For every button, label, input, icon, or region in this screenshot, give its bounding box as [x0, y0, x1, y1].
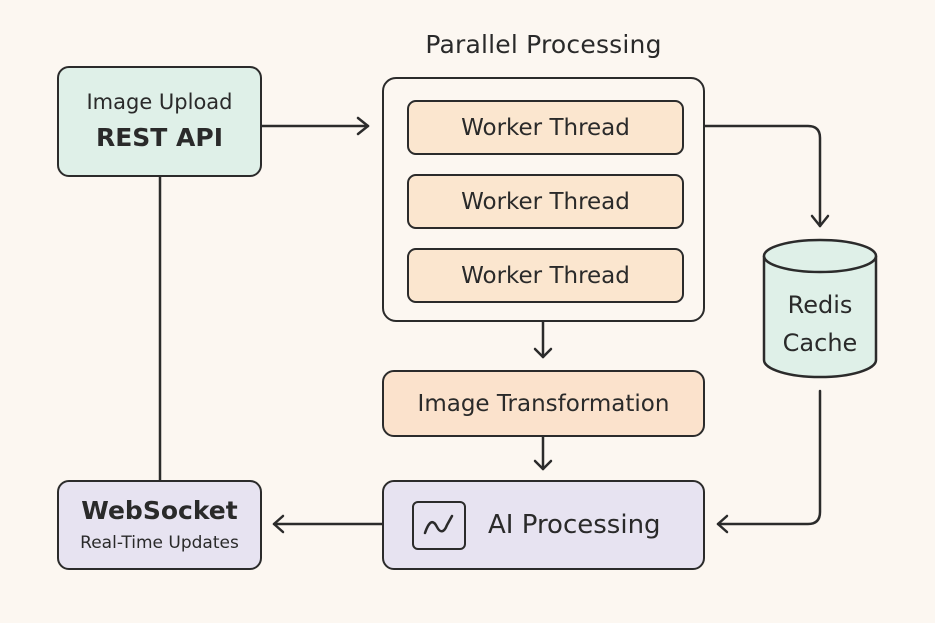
parallel-processing-title: Parallel Processing [425, 30, 662, 59]
arrowhead-ai-to-websocket [272, 514, 285, 534]
upload-node-title: Image Upload [86, 89, 233, 114]
image-transformation-label: Image Transformation [417, 390, 670, 417]
edge-parallel-to-redis [703, 124, 822, 228]
worker-thread-label: Worker Thread [461, 114, 630, 141]
database-cylinder-icon [762, 238, 878, 379]
websocket-title: WebSocket [81, 496, 238, 525]
worker-thread-node: Worker Thread [407, 248, 684, 303]
websocket-node: WebSocket Real-Time Updates [57, 480, 262, 570]
redis-cache-subtitle: Cache [782, 329, 858, 357]
arrowhead-parallel-to-redis [810, 214, 830, 228]
arrowhead-parallel-to-transform [533, 347, 553, 359]
image-upload-rest-api-node: Image Upload REST API [57, 66, 262, 177]
worker-thread-label: Worker Thread [461, 262, 630, 289]
arrowhead-upload-to-parallel [356, 116, 370, 136]
edge-redis-to-ai [716, 389, 822, 526]
worker-thread-node: Worker Thread [407, 100, 684, 155]
websocket-subtitle: Real-Time Updates [80, 533, 239, 553]
chart-line-icon [412, 500, 466, 550]
redis-cache-node: Redis Cache [762, 238, 878, 379]
image-transformation-node: Image Transformation [382, 370, 705, 437]
arrowhead-transform-to-ai [533, 459, 553, 471]
ai-processing-node: AI Processing [382, 480, 705, 570]
redis-cache-title: Redis [787, 291, 853, 319]
parallel-processing-group: Worker Thread Worker Thread Worker Threa… [382, 77, 705, 322]
worker-thread-label: Worker Thread [461, 188, 630, 215]
upload-node-subtitle: REST API [95, 122, 224, 152]
worker-thread-node: Worker Thread [407, 174, 684, 229]
ai-processing-label: AI Processing [488, 510, 661, 540]
arrowhead-redis-to-ai [716, 514, 729, 534]
